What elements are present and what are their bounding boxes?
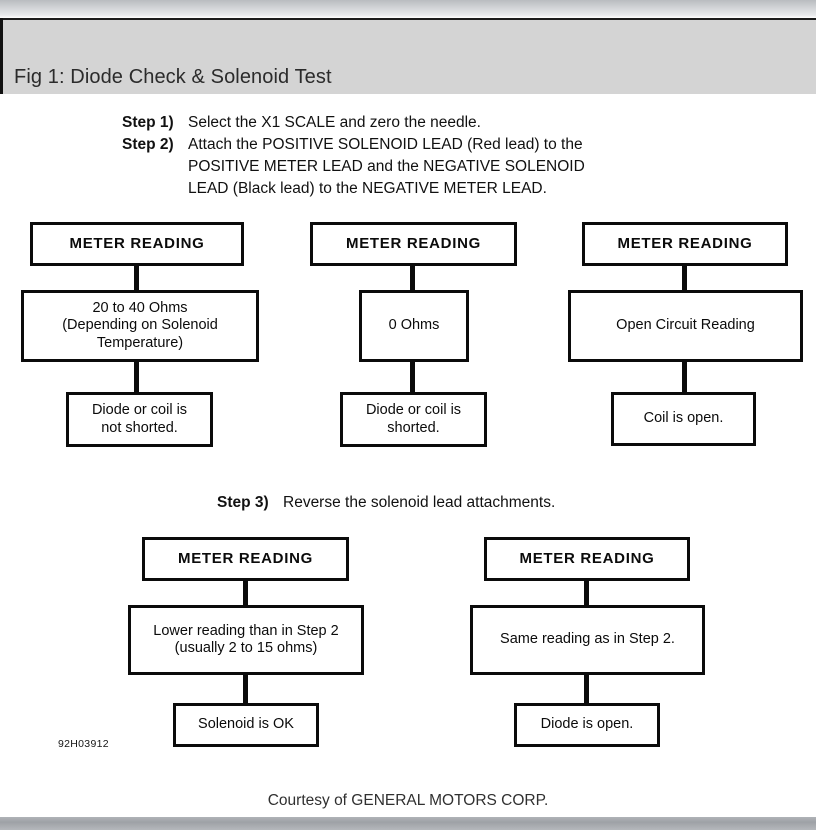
result-box-4: Lower reading than in Step 2 (usually 2 … [128, 605, 364, 675]
conclusion-box-5: Diode is open. [514, 703, 660, 747]
result-line-1: Same reading as in Step 2. [500, 631, 675, 648]
result-line-2: (Depending on Solenoid [62, 317, 218, 334]
step-3-label: Step 3) [217, 494, 269, 511]
result-box-5: Same reading as in Step 2. [470, 605, 705, 675]
connector-2b [410, 360, 415, 394]
conclusion-line-2: not shorted. [101, 419, 178, 436]
step-1-label: Step 1) [122, 114, 174, 131]
meter-reading-label: METER READING [346, 235, 481, 253]
meter-reading-header-3: METER READING [582, 222, 788, 266]
conclusion-line-1: Solenoid is OK [198, 716, 294, 733]
window-top-shadow [0, 0, 816, 18]
result-box-1-text: 20 to 40 Ohms (Depending on Solenoid Tem… [56, 300, 224, 351]
conclusion-box-1: Diode or coil is not shorted. [66, 392, 213, 447]
conclusion-line-1: Diode or coil is [365, 402, 462, 419]
figure-page: Step 1) Select the X1 SCALE and zero the… [0, 94, 816, 817]
instructions-step-3: Step 3) Reverse the solenoid lead attach… [217, 492, 555, 514]
step-2-text-line-1: Attach the POSITIVE SOLENOID LEAD (Red l… [188, 136, 583, 153]
window-bottom-band [0, 817, 816, 830]
step-3-text: Reverse the solenoid lead attachments. [283, 494, 556, 511]
meter-reading-header-5: METER READING [484, 537, 690, 581]
step-2-text-line-2: POSITIVE METER LEAD and the NEGATIVE SOL… [188, 158, 585, 175]
conclusion-box-2-text: Diode or coil is shorted. [360, 402, 467, 436]
meter-reading-header-4: METER READING [142, 537, 349, 581]
step-2-label: Step 2) [122, 136, 174, 153]
figure-header-bar: Fig 1: Diode Check & Solenoid Test [0, 18, 816, 94]
instruction-step-2: Step 2) Attach the POSITIVE SOLENOID LEA… [122, 134, 585, 156]
meter-reading-header-1: METER READING [30, 222, 244, 266]
instruction-step-1: Step 1) Select the X1 SCALE and zero the… [122, 112, 585, 134]
courtesy-credit: Courtesy of GENERAL MOTORS CORP. [267, 792, 549, 809]
plate-code: 92H03912 [58, 738, 109, 750]
conclusion-box-1-text: Diode or coil is not shorted. [86, 402, 193, 436]
connector-4a [243, 579, 248, 607]
connector-1b [134, 360, 139, 394]
connector-3b [682, 360, 687, 394]
conclusion-box-4: Solenoid is OK [173, 703, 319, 747]
result-box-1: 20 to 40 Ohms (Depending on Solenoid Tem… [21, 290, 259, 362]
result-line-3: Temperature) [96, 334, 184, 351]
page-title: Fig 1: Diode Check & Solenoid Test [14, 66, 332, 88]
conclusion-line-1: Diode or coil is [91, 402, 188, 419]
connector-5b [584, 673, 589, 705]
result-box-4-text: Lower reading than in Step 2 (usually 2 … [147, 623, 344, 657]
connector-5a [584, 579, 589, 607]
step-2-text-line-3: LEAD (Black lead) to the NEGATIVE METER … [188, 180, 547, 197]
meter-reading-label: METER READING [178, 550, 313, 568]
connector-3a [682, 264, 687, 292]
meter-reading-label: METER READING [69, 235, 205, 253]
step-1-text: Select the X1 SCALE and zero the needle. [188, 114, 481, 131]
meter-reading-label: METER READING [617, 235, 753, 253]
result-line-1: 0 Ohms [388, 317, 440, 334]
instruction-step-3: Step 3) Reverse the solenoid lead attach… [217, 492, 555, 514]
conclusion-line-2: shorted. [387, 419, 440, 436]
conclusion-box-3: Coil is open. [611, 392, 756, 446]
instructions-steps-1-2: Step 1) Select the X1 SCALE and zero the… [122, 112, 585, 200]
result-line-1: Open Circuit Reading [616, 317, 755, 334]
result-line-1: 20 to 40 Ohms [92, 300, 188, 317]
conclusion-line-1: Coil is open. [643, 410, 724, 427]
meter-reading-label: METER READING [519, 550, 655, 568]
connector-1a [134, 264, 139, 292]
result-box-3: Open Circuit Reading [568, 290, 803, 362]
result-line-1: Lower reading than in Step 2 [153, 622, 339, 639]
meter-reading-header-2: METER READING [310, 222, 517, 266]
result-box-2: 0 Ohms [359, 290, 469, 362]
result-line-2: (usually 2 to 15 ohms) [174, 640, 318, 656]
connector-2a [410, 264, 415, 292]
conclusion-line-1: Diode is open. [540, 716, 634, 733]
conclusion-box-2: Diode or coil is shorted. [340, 392, 487, 447]
connector-4b [243, 673, 248, 705]
